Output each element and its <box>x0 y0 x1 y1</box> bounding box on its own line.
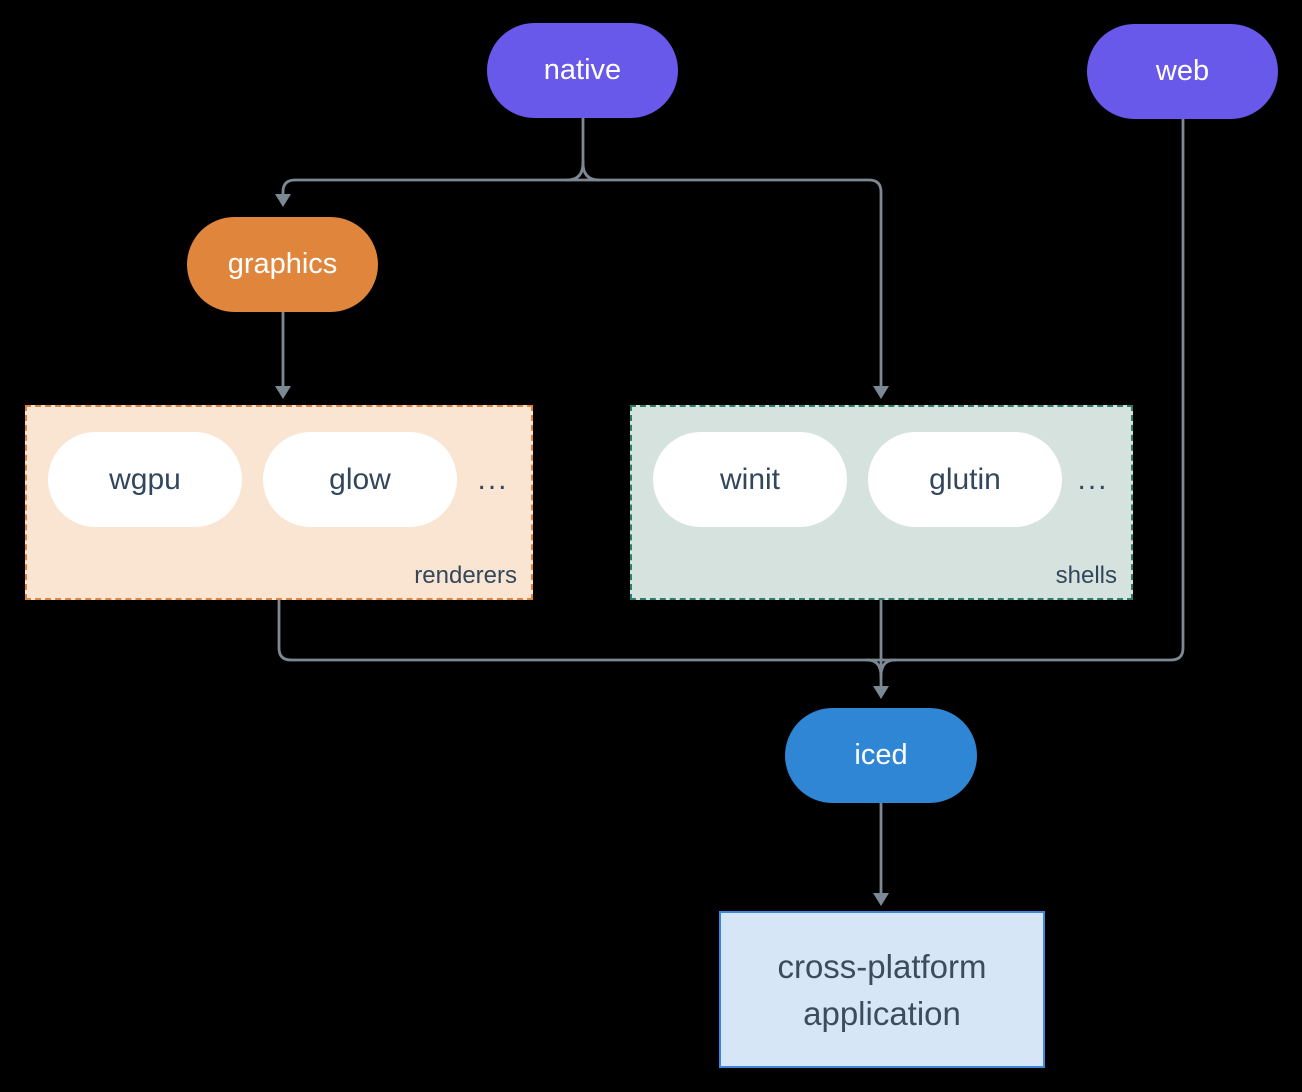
arrowhead-shells <box>873 386 889 399</box>
group-renderers: wgpu glow ... renderers <box>25 405 533 600</box>
group-shells: winit glutin ... shells <box>630 405 1133 600</box>
renderers-group-label: renderers <box>414 562 517 589</box>
node-glow-label: glow <box>329 462 391 496</box>
edge-renderers-web-rail <box>277 117 1185 662</box>
edge-native-to-graphics-and-shells <box>281 178 883 388</box>
node-glutin-label: glutin <box>929 462 1001 496</box>
node-graphics: graphics <box>187 217 378 312</box>
node-iced: iced <box>785 708 977 803</box>
node-graphics-label: graphics <box>227 248 338 280</box>
arrowhead-application <box>873 893 889 906</box>
node-iced-label: iced <box>854 739 908 771</box>
edge-merge-left <box>865 658 883 678</box>
node-web: web <box>1087 24 1278 119</box>
node-winit: winit <box>653 432 847 527</box>
arrowhead-iced <box>873 686 889 699</box>
shells-group-label: shells <box>1055 562 1117 589</box>
node-wgpu-label: wgpu <box>109 462 181 496</box>
node-native: native <box>487 23 678 118</box>
renderers-ellipsis: ... <box>477 462 509 496</box>
node-application: cross-platform application <box>719 911 1045 1068</box>
arrowhead-graphics <box>275 194 291 207</box>
edge-merge-right <box>879 658 897 678</box>
edge-native-flare-right <box>581 161 601 182</box>
edge-native-flare-left <box>565 161 585 182</box>
shells-ellipsis: ... <box>1077 462 1109 496</box>
node-winit-label: winit <box>719 462 780 496</box>
node-native-label: native <box>543 54 622 86</box>
application-label-line2: application <box>803 994 961 1032</box>
node-web-label: web <box>1155 55 1210 87</box>
arrowhead-renderers <box>275 386 291 399</box>
application-label-line1: cross-platform <box>777 947 987 985</box>
node-wgpu: wgpu <box>48 432 242 527</box>
node-glutin: glutin <box>868 432 1062 527</box>
node-glow: glow <box>263 432 457 527</box>
